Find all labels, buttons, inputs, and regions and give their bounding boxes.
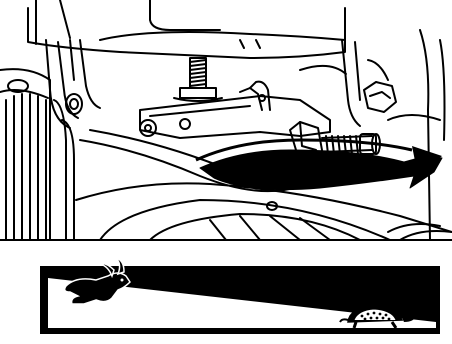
right-bracket [342,30,445,240]
engine-linkage-illustration [0,0,452,240]
speed-scale [40,258,440,334]
threaded-stud [174,58,222,101]
left-bracket [46,40,100,128]
left-fins [0,69,74,240]
engine-body-curves [0,130,452,240]
hex-nut [364,82,396,112]
clockwise-rotation-arrow [196,140,442,190]
